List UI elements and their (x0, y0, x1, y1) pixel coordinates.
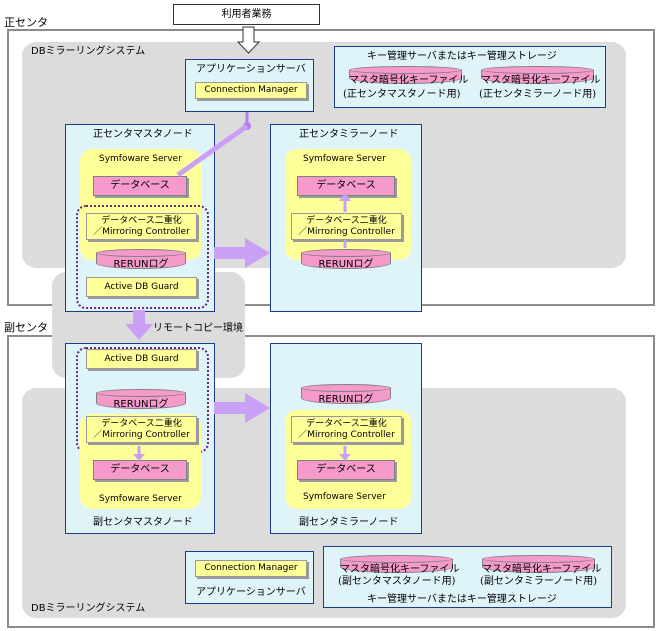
primary-app-server: アプリケーションサーバ Connection Manager (185, 59, 314, 112)
primary-replication-arrow (214, 238, 270, 268)
secondary-mirror-database: データベース (297, 460, 395, 480)
primary-master-guard-group (76, 205, 209, 309)
primary-center-title: 正センタ (4, 16, 48, 29)
secondary-master-database: データベース (93, 460, 187, 480)
secondary-system-label: DBミラーリングシステム (31, 603, 146, 614)
primary-app-server-title: アプリケーションサーバ (196, 64, 306, 75)
secondary-active-db-guard: Active DB Guard (86, 349, 197, 369)
secondary-key-storage-title: キー管理サーバまたはキー管理ストレージ (367, 594, 557, 605)
secondary-app-server: Connection Manager アプリケーションサーバ (185, 551, 314, 604)
primary-mirror-key-file: マスタ暗号化キーファイル (481, 66, 600, 86)
secondary-master-rerun-log: RERUNログ (96, 389, 186, 410)
remote-copy-label: リモートコピー環境 (153, 323, 243, 334)
user-request-arrow (236, 26, 261, 54)
primary-master-database: データベース (93, 176, 187, 196)
primary-master-node-title: 正センタマスタノード (93, 129, 193, 140)
primary-key-storage-title: キー管理サーバまたはキー管理ストレージ (367, 51, 557, 62)
primary-master-node: 正センタマスタノード Symfoware Server データベース データベー… (65, 124, 215, 312)
primary-mirror-node-title: 正センタミラーノード (299, 129, 399, 140)
secondary-mirror-node-title: 副センタミラーノード (299, 517, 399, 528)
secondary-master-apply-arrowhead (133, 454, 145, 461)
user-business-box: 利用者業務 (173, 4, 320, 25)
primary-master-key-file: マスタ暗号化キーファイル (349, 66, 468, 86)
primary-master-key-owner: (正センタマスタノード用) (343, 89, 461, 100)
secondary-replication-arrow (214, 393, 270, 423)
secondary-mirror-key-owner: (副センタミラーノード用) (480, 576, 598, 587)
user-business-label: 利用者業務 (221, 9, 272, 20)
secondary-mirror-key-file: マスタ暗号化キーファイル (482, 555, 601, 575)
secondary-master-key-owner: (副センタマスタノード用) (338, 576, 456, 587)
primary-master-duplex: データベース二重化 ／Mirroring Controller (86, 213, 197, 240)
primary-key-storage: キー管理サーバまたはキー管理ストレージ マスタ暗号化キーファイル (正センタマス… (334, 46, 606, 108)
secondary-master-key-file: マスタ暗号化キーファイル (340, 555, 459, 575)
secondary-connection-manager: Connection Manager (195, 560, 307, 577)
primary-mirror-node: 正センタミラーノード Symfoware Server データベース データベー… (270, 124, 422, 312)
primary-mirror-rerun-log: RERUNログ (301, 249, 391, 270)
secondary-key-storage: マスタ暗号化キーファイル (副センタマスタノード用) マスタ暗号化キーファイル … (323, 546, 612, 608)
app-server-connector-diagonal (176, 123, 249, 178)
secondary-mirror-rerun-log: RERUNログ (301, 384, 391, 405)
secondary-master-node: Active DB Guard RERUNログ Symfoware Server… (65, 343, 215, 534)
secondary-mirror-node: RERUNログ Symfoware Server データベース二重化 ／Mirr… (270, 343, 422, 534)
primary-master-rerun-log: RERUNログ (96, 249, 186, 270)
secondary-mirror-apply-arrowhead (339, 454, 351, 461)
primary-mirror-duplex: データベース二重化 ／Mirroring Controller (291, 213, 402, 240)
secondary-master-duplex: データベース二重化 ／Mirroring Controller (86, 416, 197, 443)
primary-master-symfoware: Symfoware Server (80, 149, 201, 260)
remote-copy-arrow (125, 310, 153, 340)
primary-system-label: DBミラーリングシステム (31, 46, 146, 57)
primary-mirror-key-owner: (正センタミラーノード用) (479, 89, 597, 100)
secondary-master-node-title: 副センタマスタノード (93, 517, 193, 528)
primary-mirror-apply-arrowhead (339, 193, 351, 201)
secondary-center-title: 副センタ (4, 321, 48, 334)
secondary-app-server-title: アプリケーションサーバ (196, 587, 306, 598)
primary-connection-manager: Connection Manager (195, 82, 307, 99)
secondary-mirror-duplex: データベース二重化 ／Mirroring Controller (291, 416, 402, 443)
primary-active-db-guard: Active DB Guard (86, 277, 197, 297)
primary-mirror-symfoware: Symfoware Server (285, 149, 411, 260)
